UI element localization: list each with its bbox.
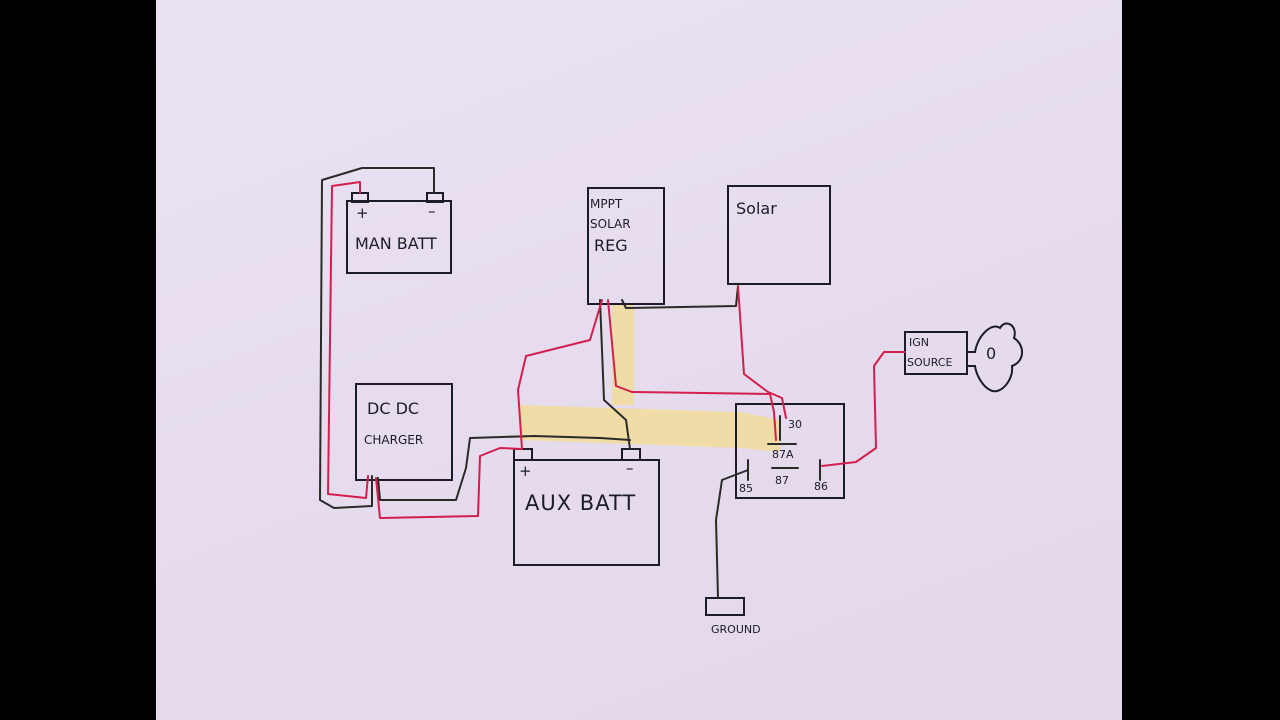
aux-batt-minus: – (626, 459, 634, 477)
wire-mppt-to-aux-neg (599, 299, 631, 450)
key-icon (967, 322, 1023, 393)
positive-wires (327, 181, 906, 519)
wire-mppt-to-aux-pos (517, 299, 603, 450)
wire-mppt-to-relay-30 (607, 299, 777, 441)
mppt-label-line2: SOLAR (590, 217, 631, 231)
dcdc-label-line1: DC DC (367, 399, 419, 418)
mppt-label-line3: REG (594, 236, 628, 255)
wire-dcdc-to-aux-neg (377, 435, 631, 501)
solar-label: Solar (736, 199, 777, 218)
relay-pin-87a: 87A (772, 448, 794, 461)
wire-main-batt-loop (319, 167, 435, 509)
ign-label-line2: SOURCE (907, 356, 952, 369)
ign-label-line1: IGN (909, 336, 929, 349)
mppt-label-line1: MPPT (590, 197, 623, 211)
highlight-vertical (612, 305, 634, 405)
relay-box (735, 403, 845, 499)
wire-solar-to-relay (737, 285, 787, 419)
dcdc-label-line2: CHARGER (364, 433, 423, 447)
labels: + – MAN BATT MPPT SOLAR REG Solar DC DC … (355, 197, 996, 636)
relay-pin-85: 85 (739, 482, 753, 495)
relay-contacts (747, 415, 821, 481)
ground-label: GROUND (711, 623, 761, 636)
relay-pin-30: 30 (788, 418, 802, 431)
dcdc-box (355, 383, 453, 481)
ground-box (705, 597, 745, 616)
mppt-box (587, 187, 665, 305)
highlight-horizontal (520, 405, 780, 452)
paper-sheet (156, 0, 1122, 720)
wire-mppt-to-solar (621, 285, 739, 309)
aux-batt-label: AUX BATT (525, 491, 636, 515)
highlight-marks (520, 305, 780, 452)
negative-wires (319, 167, 749, 599)
key-mark: 0 (986, 344, 996, 363)
relay-pin-86: 86 (814, 480, 828, 493)
main-batt-minus: – (428, 202, 436, 220)
solar-box (727, 185, 831, 285)
main-batt-label: MAN BATT (355, 234, 437, 253)
wire-relay-to-ground (715, 469, 749, 599)
wire-dcdc-to-aux-pos (375, 447, 523, 519)
aux-batt-plus: + (519, 462, 532, 480)
relay-pin-87: 87 (775, 474, 789, 487)
wire-main-pos-to-dcdc (327, 181, 369, 499)
wire-ign-to-relay-86 (821, 351, 906, 467)
main-batt-plus: + (356, 204, 369, 222)
